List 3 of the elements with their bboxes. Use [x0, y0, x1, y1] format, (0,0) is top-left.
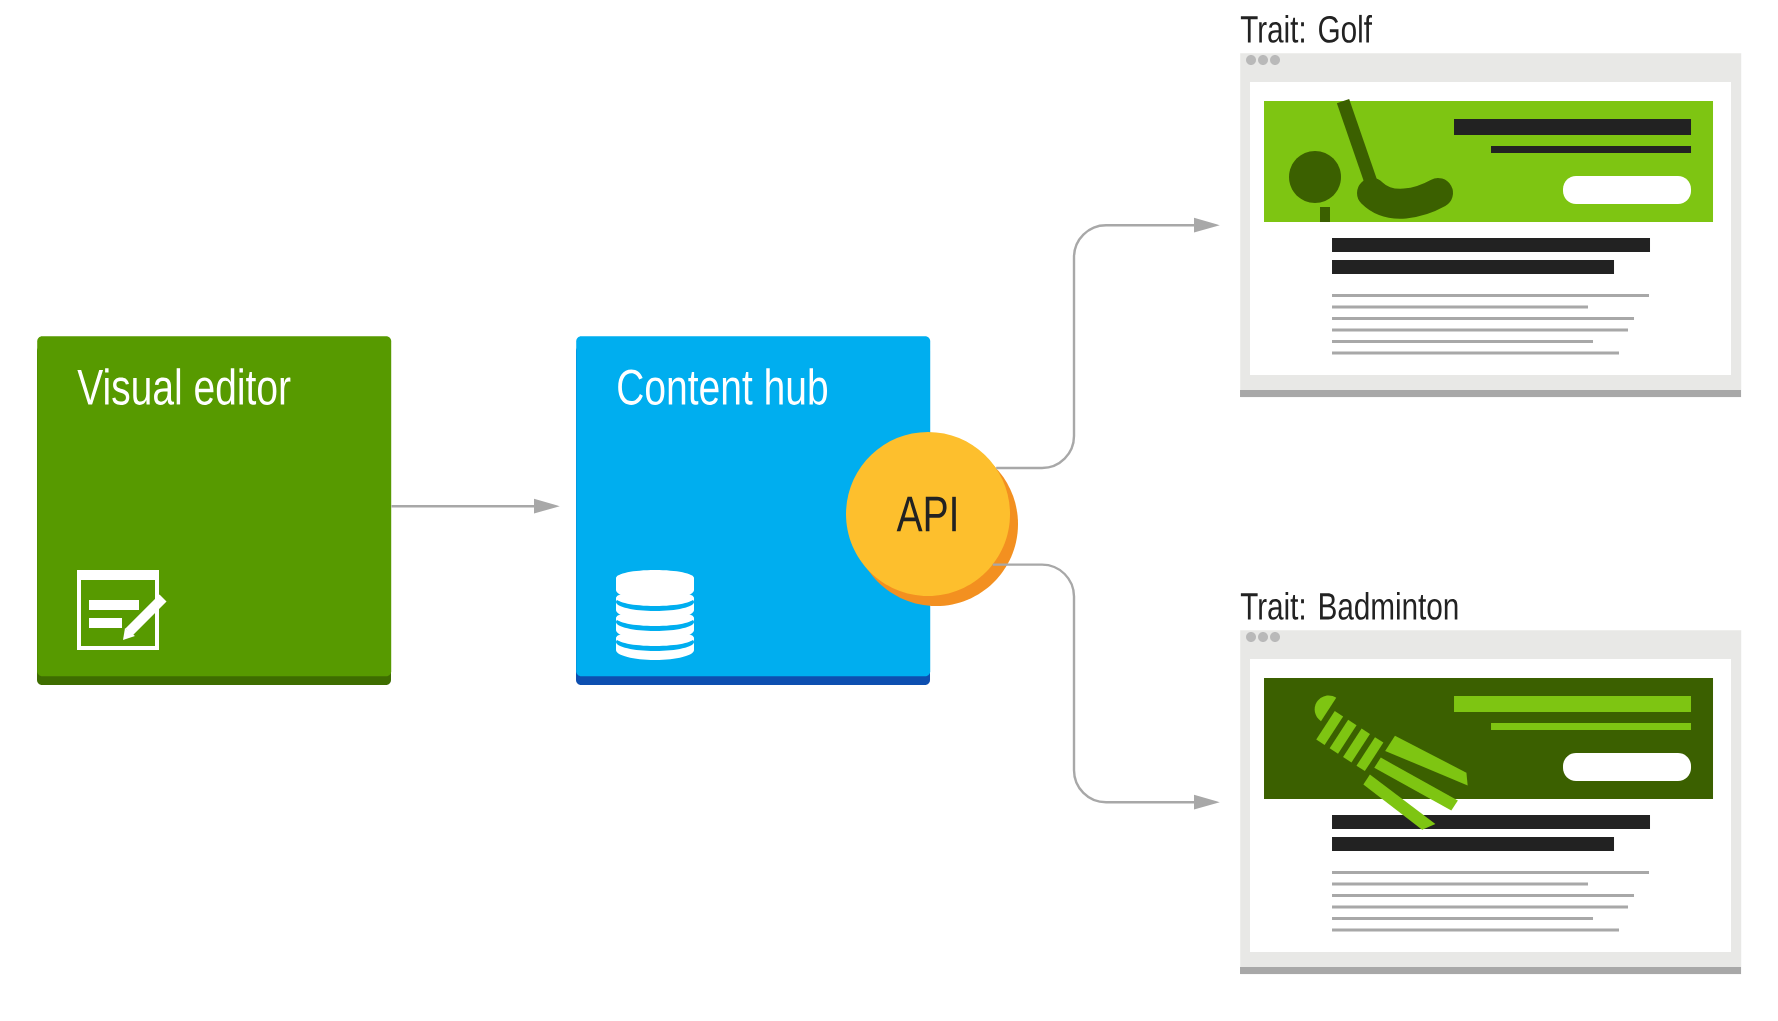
node-label: Trait: Golf: [1240, 14, 1372, 43]
component-box: Visual editor: [37, 336, 392, 685]
node-label: Trait: Badminton: [1240, 591, 1458, 620]
